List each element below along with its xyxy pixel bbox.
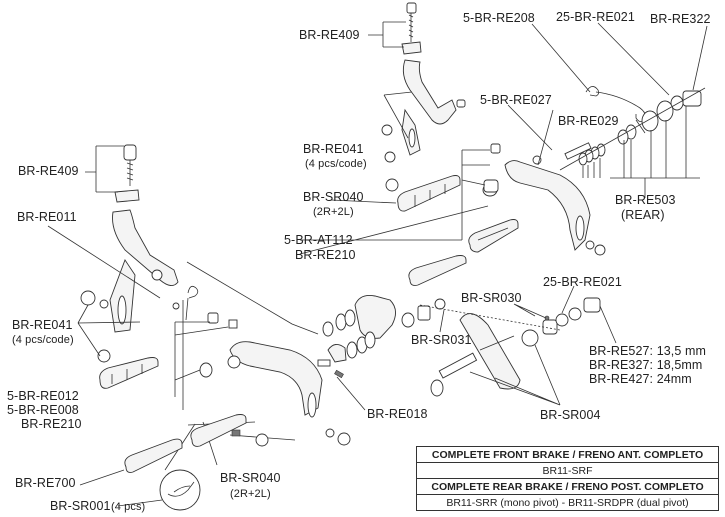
rear-brake-code: BR11-SRR (mono pivot) - BR11-SRDPR (dual… xyxy=(416,494,719,511)
label-br-re021-top: 25-BR-RE021 xyxy=(556,10,635,24)
insert-zoom-circle xyxy=(159,469,201,511)
label-br-re527: BR-RE527: 13,5 mm xyxy=(589,344,707,358)
label-br-re021-mid: 25-BR-RE021 xyxy=(543,275,622,289)
top-re409-bracket xyxy=(368,21,406,48)
label-br-re427: BR-RE427: 24mm xyxy=(589,372,692,386)
pivot-bolt xyxy=(430,297,601,397)
top-caliper-arm xyxy=(401,59,457,156)
table-row: COMPLETE REAR BRAKE / FRENO POST. COMPLE… xyxy=(416,478,719,495)
label-top-br-re041: BR-RE041 xyxy=(303,142,364,156)
top-adjuster-bolt xyxy=(401,2,422,55)
label-br-re012: 5-BR-RE012 xyxy=(7,389,79,403)
front-caliper-arm xyxy=(109,209,179,333)
label-br-sr030: BR-SR030 xyxy=(461,291,522,305)
label-top-br-re041-qty: (4 pcs/code) xyxy=(305,158,367,170)
label-br-sr004: BR-SR004 xyxy=(540,408,601,422)
top-washer xyxy=(381,124,393,136)
table-row: BR11-SRF xyxy=(416,462,719,479)
front-brake-code: BR11-SRF xyxy=(416,462,719,479)
label-br-re008: 5-BR-RE008 xyxy=(7,403,79,417)
table-row: BR11-SRR (mono pivot) - BR11-SRDPR (dual… xyxy=(416,494,719,511)
rear-brake-pad xyxy=(468,219,519,253)
front-spring xyxy=(185,285,199,321)
front-washer xyxy=(80,290,96,306)
label-br-re503: BR-RE503 xyxy=(615,193,676,207)
middle-brake-pad xyxy=(408,255,467,286)
front-brake-pad xyxy=(99,357,159,389)
label-top-br-re409: BR-RE409 xyxy=(299,28,360,42)
label-br-re208: 5-BR-RE208 xyxy=(463,11,535,25)
brake-pad-insert xyxy=(124,438,183,473)
label-br-re322: BR-RE322 xyxy=(650,12,711,26)
rear-brake-header: COMPLETE REAR BRAKE / FRENO POST. COMPLE… xyxy=(416,478,719,495)
label-left-br-re041: BR-RE041 xyxy=(12,318,73,332)
front-pivot-stack xyxy=(317,294,446,367)
rear-pivot-stack xyxy=(559,87,706,171)
label-br-sr001: BR-SR001 xyxy=(50,499,111,513)
label-br-sr031: BR-SR031 xyxy=(411,333,472,347)
label-top-br-sr040-qty: (2R+2L) xyxy=(313,206,354,218)
label-br-at112: 5-BR-AT112 xyxy=(284,233,353,247)
label-bottom-br-re210: BR-RE210 xyxy=(21,417,82,431)
bottom-brake-pad xyxy=(190,414,247,447)
front-adjuster-bolt xyxy=(114,144,140,203)
top-spacer xyxy=(456,99,466,108)
complete-brake-table: COMPLETE FRONT BRAKE / FRENO ANT. COMPLE… xyxy=(416,446,719,511)
label-left-br-re041-qty: (4 pcs/code) xyxy=(12,334,74,346)
label-br-sr001-qty: (4 pcs) xyxy=(111,501,146,513)
label-br-re700: BR-RE700 xyxy=(15,476,76,490)
label-bottom-br-sr040-qty: (2R+2L) xyxy=(230,488,271,500)
label-br-re018: BR-RE018 xyxy=(367,407,428,421)
label-br-re327: BR-RE327: 18,5mm xyxy=(589,358,703,372)
table-row: COMPLETE FRONT BRAKE / FRENO ANT. COMPLE… xyxy=(416,446,719,463)
top-brake-pad xyxy=(397,175,461,212)
label-br-re011: BR-RE011 xyxy=(17,210,77,224)
label-bottom-br-sr040: BR-SR040 xyxy=(220,471,281,485)
label-br-re029: BR-RE029 xyxy=(558,114,619,128)
label-top-br-sr040: BR-SR040 xyxy=(303,190,364,204)
label-left-br-re409: BR-RE409 xyxy=(18,164,79,178)
label-br-re027: 5-BR-RE027 xyxy=(480,93,552,107)
front-brake-header: COMPLETE FRONT BRAKE / FRENO ANT. COMPLE… xyxy=(416,446,719,463)
rear-caliper-body xyxy=(482,142,606,256)
label-top-br-re210: BR-RE210 xyxy=(295,248,356,262)
label-br-re503-rear: (REAR) xyxy=(621,208,665,222)
front-caliper-body xyxy=(199,312,351,446)
